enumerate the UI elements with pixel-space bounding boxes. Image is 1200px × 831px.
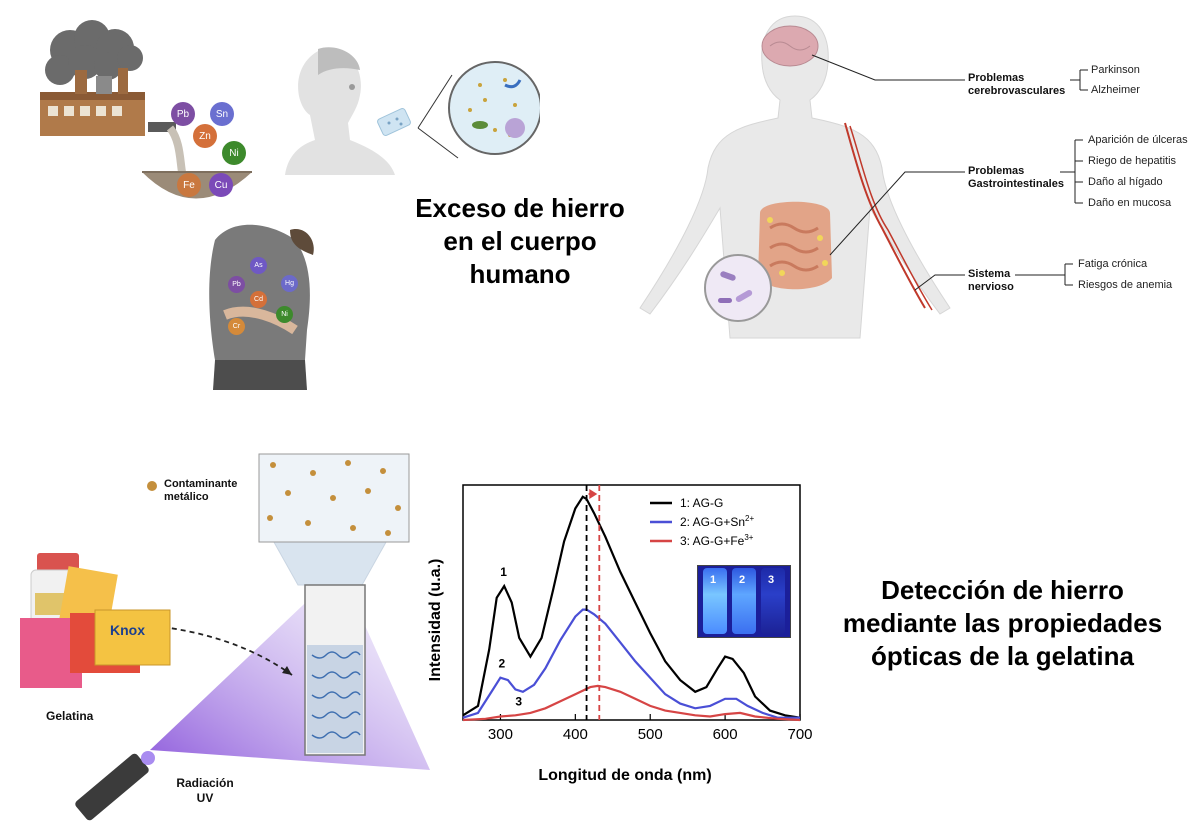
ion-pb-body: Pb [228, 276, 245, 293]
ion-cd: Cd [250, 291, 267, 308]
water-glass-icon [377, 107, 411, 137]
curve-label-3: 3 [515, 694, 522, 708]
contaminant-dot-icon [147, 481, 157, 491]
ion-cu: Cu [209, 173, 233, 197]
bacteria-magnifier-icon [704, 254, 772, 322]
y-axis-label: Intensidad (u.a.) [427, 559, 444, 682]
knox-package-label: Knox [110, 622, 145, 638]
ion-ni-body: Ni [276, 306, 293, 323]
vial-2-label: 2 [739, 574, 746, 586]
effect-item-ulcers: Aparición de úlceras [1088, 134, 1188, 146]
series-line-1 [462, 495, 801, 719]
ion-pb: Pb [171, 102, 195, 126]
ion-ni: Ni [222, 141, 246, 165]
x-tick-label: 300 [488, 726, 513, 743]
effect-item-hepatitis: Riego de hepatitis [1088, 155, 1177, 167]
smoke-cloud [45, 20, 143, 85]
vials-inset: 1 2 3 [697, 565, 791, 638]
brain-icon [761, 25, 819, 67]
human-body-diagram [639, 15, 951, 339]
ion-as: As [250, 257, 267, 274]
uv-light-beam [150, 570, 430, 770]
vial-1 [703, 568, 727, 634]
chart-axes: 300 400 500 600 700 [462, 484, 813, 743]
vial-3 [761, 568, 785, 634]
waste-stream [166, 125, 186, 173]
effect-item-liver: Daño al hígado [1088, 176, 1163, 188]
chart-extras: 1: AG-G 2: AG-G+Sn2+ 3: AG-G+Fe3+ [585, 485, 754, 720]
ion-sn: Sn [210, 102, 234, 126]
top-title: Exceso de hierro en el cuerpo humano [415, 193, 625, 289]
series-line-3 [462, 684, 801, 722]
factory-building [40, 68, 176, 136]
cuvette [304, 584, 366, 756]
vial-1-label: 1 [710, 574, 717, 586]
microorganisms-magnifier-icon [417, 61, 540, 159]
legend-label-2: 2: AG-G+Sn2+ [680, 514, 754, 529]
uv-lamp [75, 751, 155, 821]
effect-item-alzheimer: Alzheimer [1091, 84, 1140, 96]
effect-item-mucosa: Daño en mucosa [1088, 197, 1172, 209]
body-callout-lines [811, 54, 1088, 291]
vial-3-label: 3 [768, 574, 775, 586]
legend-label-3: 3: AG-G+Fe3+ [680, 533, 754, 548]
x-tick-label: 600 [713, 726, 738, 743]
plot-frame [462, 484, 801, 721]
intestines-icon [758, 201, 832, 290]
gelatin-products-illustration [20, 553, 171, 688]
ion-hg: Hg [281, 275, 298, 292]
person-drinking-illustration [285, 47, 395, 175]
contaminant-label-line2: metálico [164, 491, 209, 503]
x-tick-label: 400 [563, 726, 588, 743]
uv-setup-illustration [75, 534, 430, 821]
contaminant-zoom-panel [258, 453, 410, 543]
shift-arrowhead [589, 489, 598, 499]
blood-vessels-icon [844, 122, 933, 311]
contaminant-label-line1: Contaminante [164, 478, 238, 490]
curve-label-1: 1 [500, 565, 507, 579]
effect-item-fatigue: Fatiga crónica [1078, 258, 1148, 270]
bottom-title: Detección de hierro mediante las propied… [842, 575, 1163, 671]
x-axis-label: Longitud de onda (nm) [538, 767, 711, 784]
effect-item-anemia: Riesgos de anemia [1078, 279, 1173, 291]
gelatin-label: Gelatina [46, 709, 94, 723]
ion-cr: Cr [228, 318, 245, 335]
legend-label-1: 1: AG-G [680, 496, 723, 510]
ion-fe: Fe [177, 173, 201, 197]
effect-item-parkinson: Parkinson [1091, 64, 1140, 76]
x-tick-label: 700 [787, 726, 812, 743]
curve-label-2: 2 [498, 657, 505, 671]
x-tick-label: 500 [638, 726, 663, 743]
vial-2 [732, 568, 756, 634]
ion-zn: Zn [193, 124, 217, 148]
